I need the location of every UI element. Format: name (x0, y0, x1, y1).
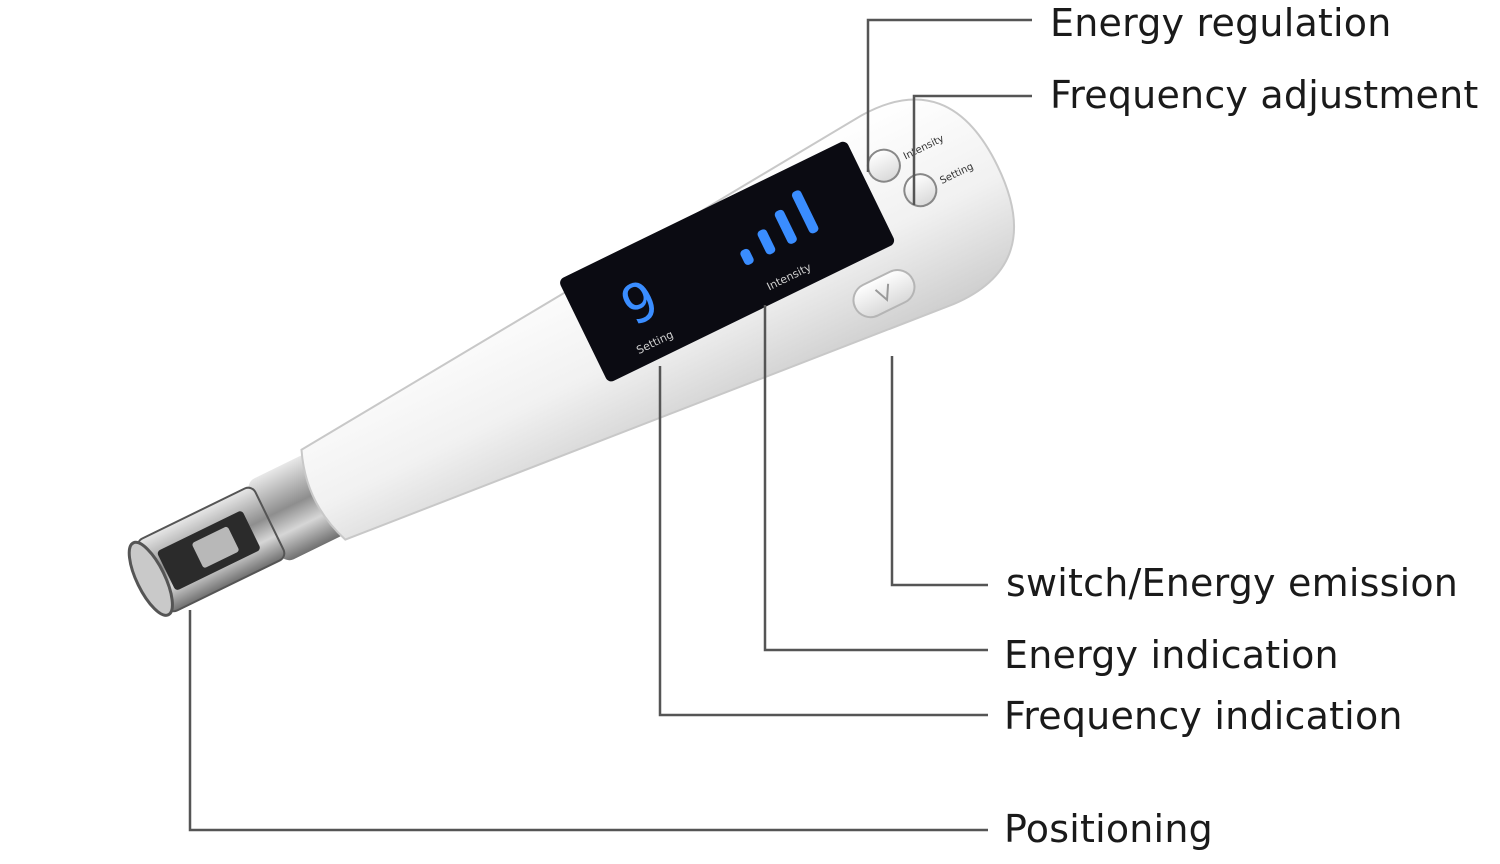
label-frequency-indication: Frequency indication (1004, 694, 1403, 738)
label-positioning: Positioning (1004, 807, 1213, 851)
energy-bar (740, 248, 754, 265)
emission-switch[interactable] (848, 264, 920, 323)
leader-positioning (188, 610, 988, 832)
tip-end-ring (127, 540, 174, 617)
tip-lens (192, 526, 239, 568)
leader-energy-regulation (866, 18, 1032, 172)
energy-bar (757, 229, 776, 255)
leader-switch-emission (890, 356, 988, 587)
display-panel (560, 141, 895, 382)
leader-lines (188, 18, 1032, 832)
label-energy-indication: Energy indication (1004, 633, 1339, 677)
leader-frequency-adjustment (912, 94, 1032, 205)
energy-regulation-button[interactable] (863, 144, 906, 187)
switch-icon (874, 283, 890, 302)
label-energy-regulation: Energy regulation (1050, 1, 1392, 45)
energy-bar (791, 190, 819, 234)
energy-level-bars (740, 190, 819, 265)
label-switch-emission: switch/Energy emission (1006, 561, 1459, 605)
label-frequency-adjustment: Frequency adjustment (1050, 73, 1479, 117)
leader-energy-indication (763, 305, 988, 652)
leader-frequency-indication (658, 366, 988, 717)
energy-bar (774, 209, 797, 244)
